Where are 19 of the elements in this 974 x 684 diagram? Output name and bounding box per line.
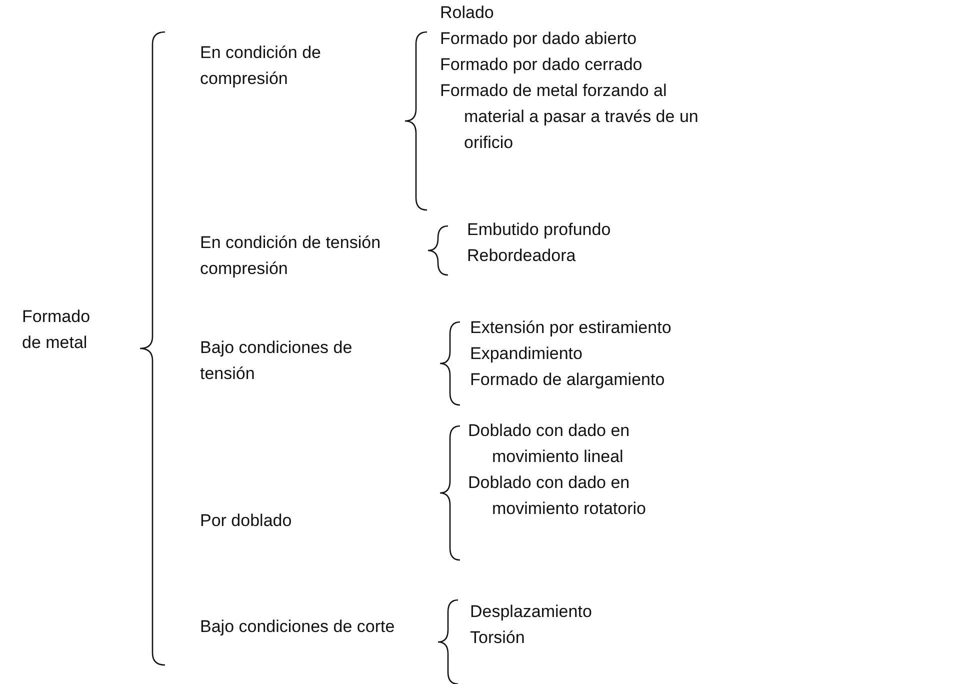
- category-label: Bajo condiciones de tensión: [200, 337, 354, 385]
- item-label: Formado por dado cerrado: [440, 54, 644, 76]
- item-label: Formado por dado abierto: [440, 28, 638, 50]
- item-label: Embutido profundo: [467, 219, 612, 241]
- item-label: Formado de metal forzando al material a pasar a través de un orificio: [440, 80, 700, 154]
- root-label: Formado de metal: [22, 306, 92, 354]
- item-label: Rolado: [440, 2, 495, 24]
- category-label: En condición de compresión: [200, 42, 322, 90]
- item-label: Formado de alargamiento: [470, 369, 666, 391]
- category-label: En condición de tensión compresión: [200, 232, 382, 280]
- item-label: Extensión por estiramiento: [470, 317, 672, 339]
- item-label: Rebordeadora: [467, 245, 577, 267]
- category-label: Bajo condiciones de corte: [200, 616, 396, 638]
- item-label: Doblado con dado en movimiento lineal: [468, 420, 631, 468]
- item-label: Doblado con dado en movimiento rotatorio: [468, 472, 648, 520]
- item-label: Expandimiento: [470, 343, 584, 365]
- item-label: Desplazamiento: [470, 601, 593, 623]
- category-label: Por doblado: [200, 510, 293, 532]
- item-label: Torsión: [470, 627, 526, 649]
